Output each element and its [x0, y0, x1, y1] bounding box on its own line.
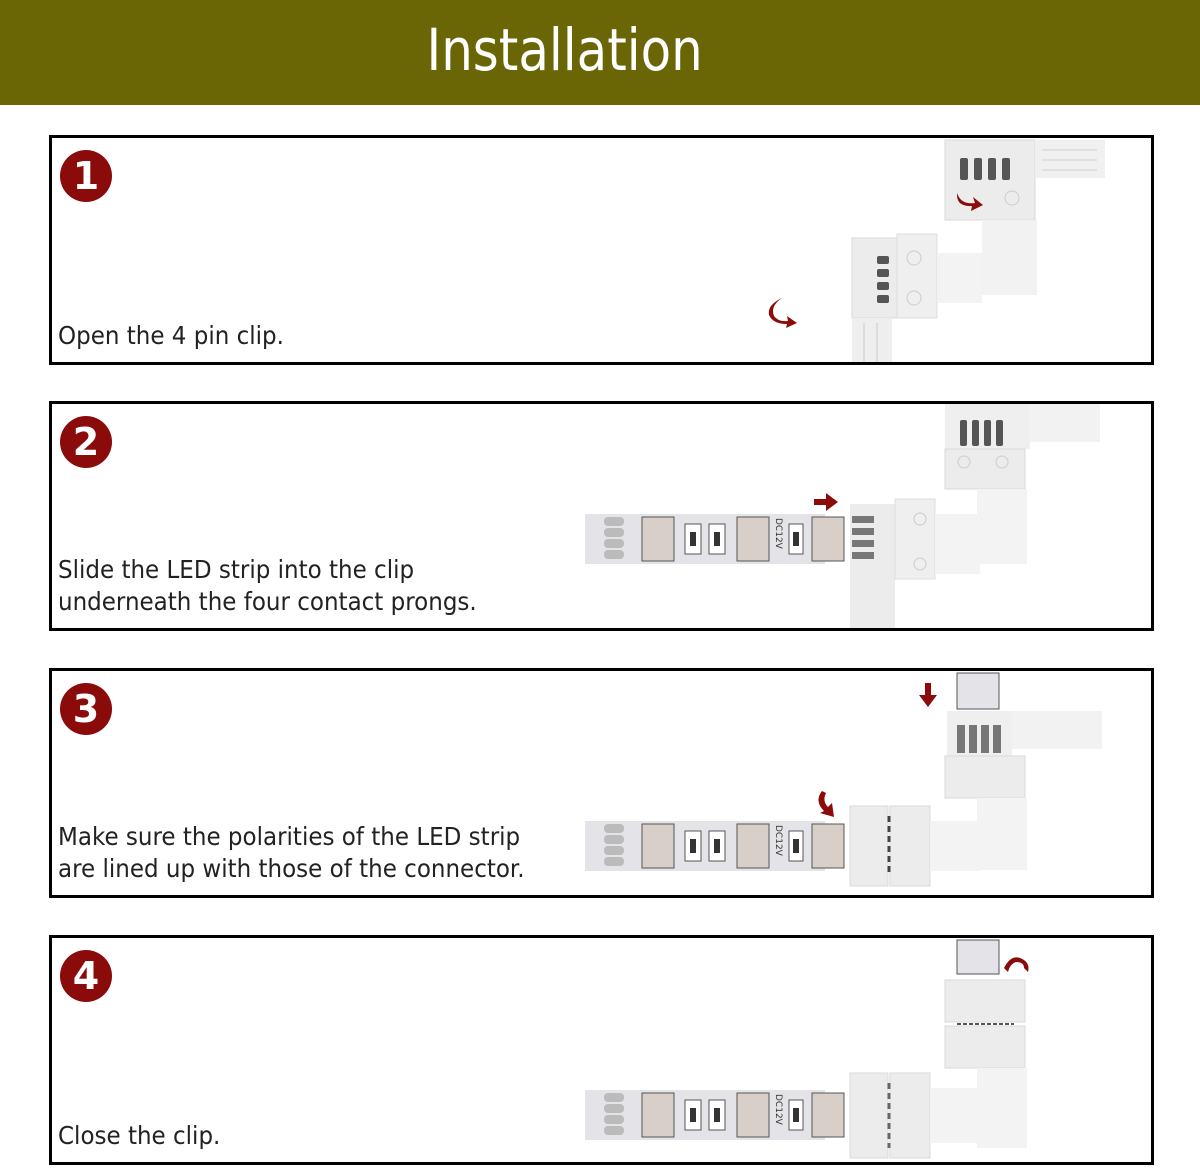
- step-3-line-2: are lined up with those of the connector…: [58, 854, 525, 883]
- step-4-badge: 4: [60, 950, 112, 1002]
- step-2-badge: 2: [60, 416, 112, 468]
- led-strip-icon: DC12V: [585, 514, 845, 564]
- led-strip-icon: DC12V: [585, 1090, 845, 1140]
- step-4-instruction: Close the clip.: [58, 1120, 220, 1152]
- step-1-panel: 1 Open the 4 pin clip.: [49, 135, 1154, 365]
- led-strip-icon: DC12V: [585, 821, 845, 871]
- step-2-line-1: Slide the LED strip into the clip: [58, 555, 415, 584]
- curved-arrow-icon: [956, 193, 983, 211]
- step-3-instruction: Make sure the polarities of the LED stri…: [58, 821, 525, 885]
- step-2-instruction: Slide the LED strip into the clip undern…: [58, 554, 477, 618]
- header-banner: Installation: [0, 0, 1200, 105]
- arrow-down-icon: [919, 683, 937, 707]
- step-3-badge: 3: [60, 683, 112, 735]
- connector-bottom-icon: [851, 233, 982, 362]
- step-1-line-1: Open the 4 pin clip.: [58, 321, 284, 350]
- curved-arrow-icon: [1004, 957, 1029, 972]
- curved-arrow-icon: [768, 298, 797, 328]
- page-title: Installation: [426, 15, 704, 84]
- curved-arrow-icon: [818, 791, 834, 817]
- arrow-right-icon: [814, 493, 838, 511]
- step-3-panel: 3 Make sure the polarities of the LED st…: [49, 668, 1154, 898]
- step-4-line-1: Close the clip.: [58, 1121, 221, 1150]
- step-2-panel: 2 Slide the LED strip into the clip unde…: [49, 401, 1154, 631]
- step-3-line-1: Make sure the polarities of the LED stri…: [58, 822, 521, 851]
- step-1-instruction: Open the 4 pin clip.: [58, 320, 284, 352]
- svg-text:DC12V: DC12V: [773, 518, 783, 550]
- step-4-panel: 4 Close the clip.: [49, 935, 1154, 1165]
- step-1-badge: 1: [60, 150, 112, 202]
- step-2-line-2: underneath the four contact prongs.: [58, 587, 477, 616]
- svg-text:DC12V: DC12V: [773, 1094, 783, 1126]
- connector-top-icon: [944, 139, 1105, 295]
- svg-text:DC12V: DC12V: [773, 825, 783, 857]
